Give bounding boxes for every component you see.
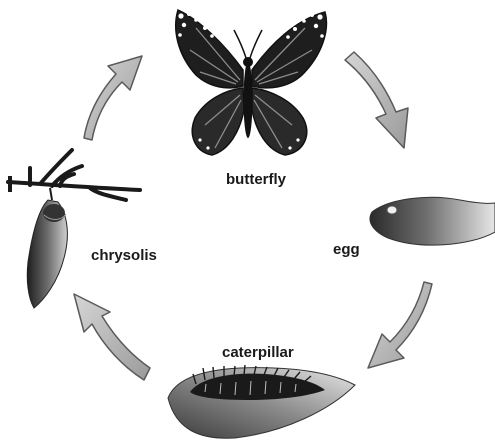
caterpillar-label: caterpillar — [222, 345, 294, 360]
egg-label: egg — [333, 242, 360, 257]
branch — [8, 150, 140, 200]
egg-leaf — [370, 197, 495, 245]
butterfly-left-forewing — [176, 10, 243, 88]
chrysolis-label: chrysolis — [91, 248, 157, 263]
arrow-chrysolis-to-butterfly — [84, 56, 142, 140]
butterfly-right-forewing — [252, 12, 326, 88]
egg-leaf-illustration — [370, 197, 495, 245]
egg — [387, 206, 397, 214]
arrow-egg-to-caterpillar — [368, 282, 432, 368]
caterpillar-leaf-illustration — [168, 365, 355, 438]
butterfly-right-hindwing — [252, 88, 307, 155]
butterfly-body — [244, 62, 253, 138]
butterfly-illustration — [176, 10, 327, 155]
butterfly-label: butterfly — [226, 172, 286, 187]
arrow-caterpillar-to-chrysolis — [74, 294, 150, 380]
chrysalis-branch-illustration — [8, 150, 140, 308]
arrow-butterfly-to-egg — [345, 52, 408, 148]
